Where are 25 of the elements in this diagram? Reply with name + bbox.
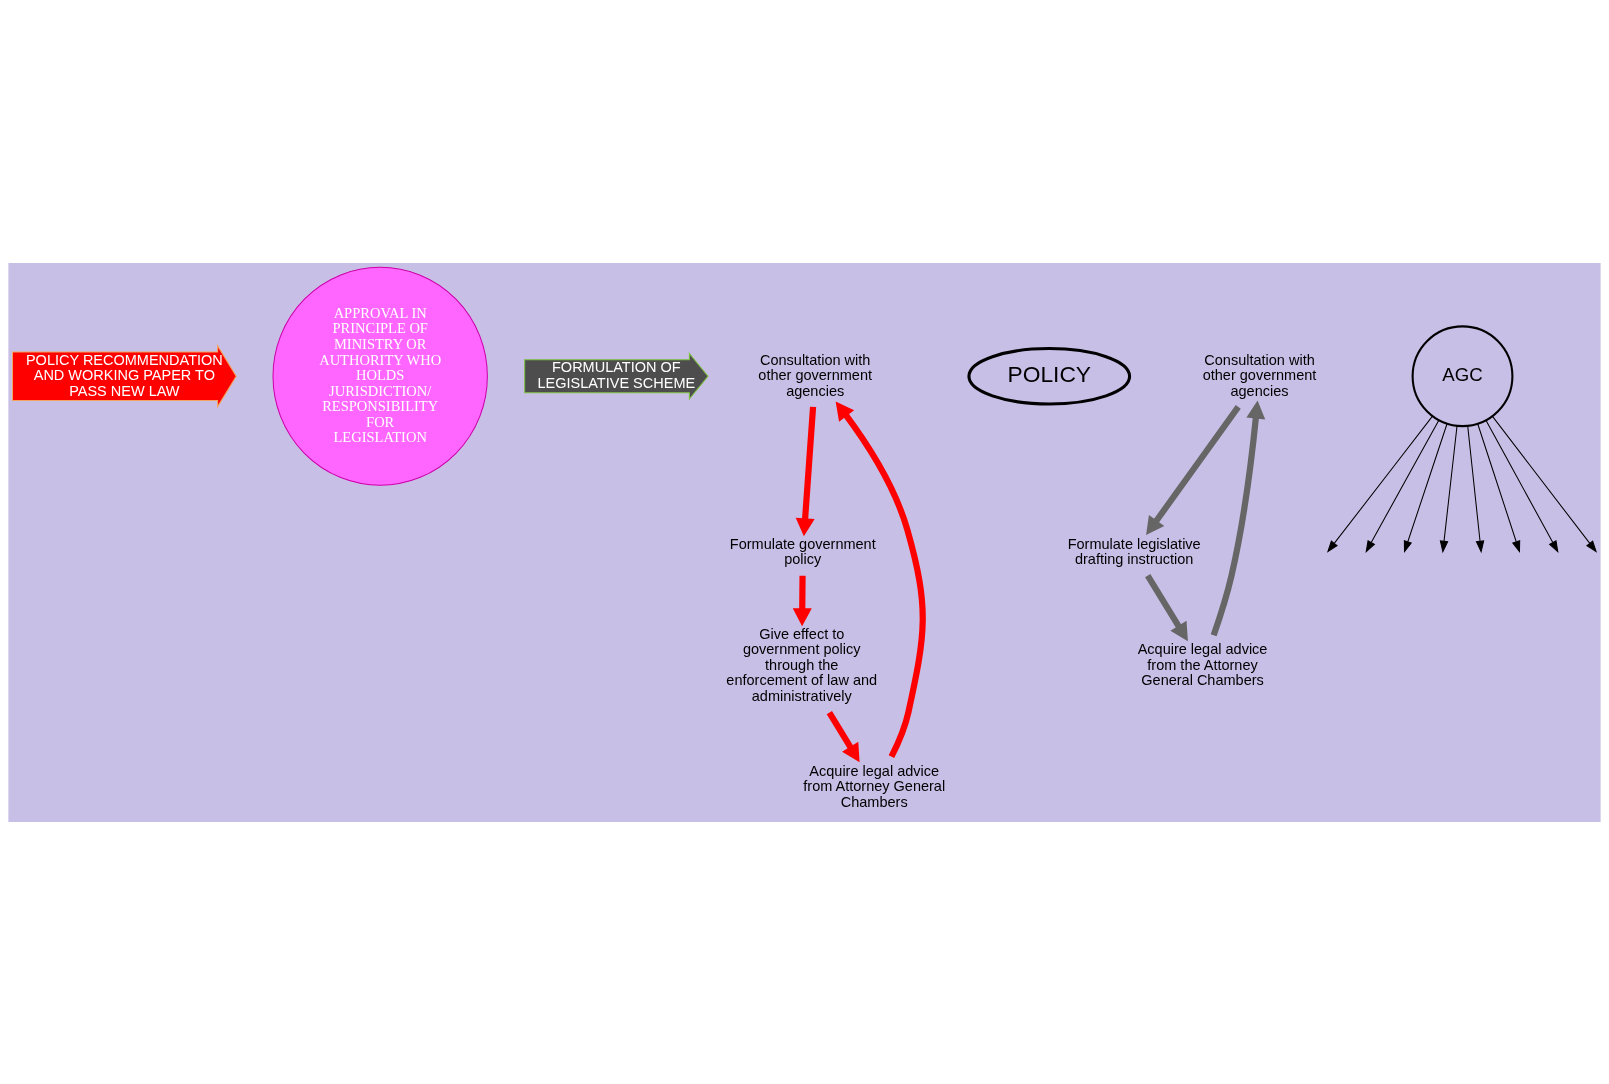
arrow [1326,415,1433,553]
node-circle: APPROVAL IN PRINCIPLE OF MINISTRY OR AUTHORITY WHO HOLDS JURISDICTION/ RESPONSIBILITY FOR LEGISLATION [272,266,488,486]
arrow [1477,423,1521,553]
node-circle: AGC [1411,324,1514,427]
node-text: Acquire legal advice from the Attorney General Chambers [1137,640,1268,688]
node-ellipse: POLICY [967,346,1132,405]
arrow [1439,424,1458,553]
arrow [1210,400,1266,636]
arrow [835,401,926,758]
node-text: Formulate government policy [729,535,876,567]
node-text: Acquire legal advice from Attorney General Chambers [803,762,946,810]
arrow [1467,424,1485,553]
node-text: Consultation with other government agencies [1202,351,1317,399]
arrow [1146,404,1241,535]
node-text: Formulate legislative drafting instruction [1067,535,1201,567]
arrow [1365,419,1440,553]
arrow [795,406,817,536]
arrow [792,575,812,626]
node-text: Consultation with other government agencies [758,351,873,399]
arrow [826,710,860,762]
arrow [1492,415,1598,553]
arrow [1403,423,1448,553]
node-text: Give effect to government policy through the enforcement of law and administratively [726,625,878,704]
arrow [1145,573,1188,641]
arrow [1485,419,1559,553]
